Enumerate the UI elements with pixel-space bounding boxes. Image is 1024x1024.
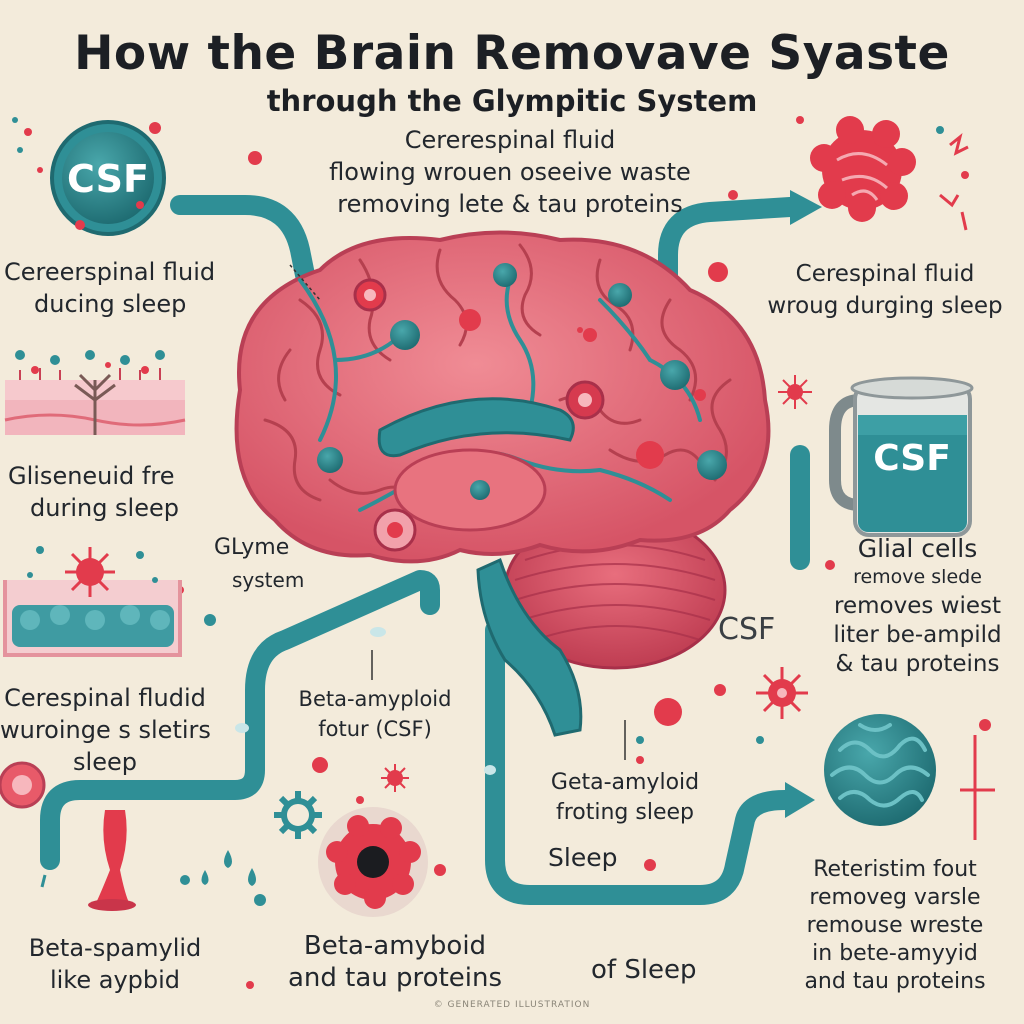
beta-bottom-label: Beta-amyboid and tau proteins (270, 930, 520, 994)
label-line: wroug durging sleep (767, 293, 1003, 319)
label-line: system (232, 568, 305, 592)
label-line: Glial cells (857, 534, 978, 563)
center-top-label: Cererespinal fluid flowing wrouen oseeiv… (300, 124, 720, 220)
right-label-2: Glial cells remove slede removes wiest l… (815, 534, 1020, 679)
small-virus-icon (381, 764, 409, 792)
label-line: froting sleep (555, 800, 694, 825)
label-line: and tau proteins (804, 969, 986, 994)
label-line: Cerespinal fludid (4, 684, 206, 712)
footer-credit: © GENERATED ILLUSTRATION (433, 1000, 591, 1010)
waste-drip-icon (40, 810, 136, 911)
left-panel-glial-bed (3, 546, 182, 657)
csf-jar-label: CSF (873, 438, 951, 479)
label-line: liter be-ampild (833, 622, 1002, 648)
label-line: Cereerspinal fluid (4, 258, 216, 286)
label-line: sleep (73, 748, 137, 776)
label-line: Geta-amyloid (550, 770, 700, 795)
label-line: fotur (CSF) (318, 717, 432, 741)
csf-right-label: CSF (718, 612, 776, 647)
label-line: removeg varsle (809, 885, 981, 910)
left-label-3: Cerespinal fludid wuroinge s sletirs sle… (0, 682, 211, 778)
label-line: removes wiest (834, 593, 1001, 619)
label-line: Beta-spamylid (28, 934, 202, 962)
red-cell-icon (654, 698, 682, 726)
left-panel-tissue (4, 350, 186, 435)
label-line: remove slede (853, 566, 982, 588)
csf-flow-pipes (40, 195, 810, 905)
tau-protein-icon (756, 667, 808, 719)
csf-cells-in-brain (317, 263, 727, 500)
protein-cluster-icon (810, 116, 916, 222)
csf-badge-label: CSF (67, 157, 149, 201)
red-cell-icon (0, 761, 46, 809)
csf-droplets (201, 850, 256, 886)
waste-particles-in-brain (353, 278, 706, 552)
page-subtitle: through the Glympitic System (266, 84, 758, 118)
left-label-1: Cereerspinal fluid ducing sleep (4, 256, 215, 320)
signal-line-icon (960, 735, 995, 840)
sleep-label: Sleep (548, 843, 618, 872)
floating-particles (24, 116, 991, 989)
label-line: Reteristim fout (813, 857, 977, 882)
glial-cell-icon (274, 791, 322, 839)
label-line: flowing wrouen oseeive waste (329, 158, 691, 186)
label-line: ducing sleep (34, 290, 187, 318)
label-line: Cerespinal fluid (795, 261, 975, 287)
left-label-4: Beta-spamylid like aypbid (0, 932, 230, 996)
label-line: during sleep (30, 494, 179, 522)
label-line: removing lete & tau proteins (337, 190, 683, 218)
left-label-2: Gliseneuid fre during sleep (8, 460, 179, 524)
right-label-1: Cerespinal fluid wroug durging sleep (745, 258, 1024, 322)
label-line: in bete-amyyid (812, 941, 978, 966)
csf-jar-icon (829, 376, 974, 537)
label-line: Gliseneuid fre (8, 462, 175, 490)
label-line: remouse wreste (806, 913, 984, 938)
label-line: Cererespinal fluid (404, 126, 616, 154)
arrowhead (790, 190, 822, 225)
arrowhead (785, 782, 815, 818)
label-line: like aypbid (49, 966, 181, 994)
label-line: wuroinge s sletirs (0, 716, 211, 744)
tau-protein-icon (778, 375, 812, 409)
label-line: Beta-amyboid (303, 931, 487, 961)
right-bottom-label: Reteristim fout removeg varsle remouse w… (770, 856, 1020, 996)
beta-mid-label: Beta-amyploid fotur (CSF) (290, 684, 460, 744)
label-line: GLyme (214, 535, 290, 560)
amyloid-plaque-icon (318, 807, 428, 917)
geta-label: Geta-amyloid froting sleep (525, 768, 725, 828)
csf-badge-icon (50, 120, 166, 236)
page-title: How the Brain Removave Syaste (74, 26, 950, 81)
brain-illustration (234, 230, 771, 737)
glial-cluster-icon (824, 714, 936, 826)
label-line: & tau proteins (835, 651, 1000, 677)
label-line: and tau proteins (287, 963, 503, 993)
glym-label: GLyme system (214, 532, 304, 596)
of-sleep-label: of Sleep (591, 955, 697, 985)
label-line: Beta-amyploid (298, 687, 452, 711)
